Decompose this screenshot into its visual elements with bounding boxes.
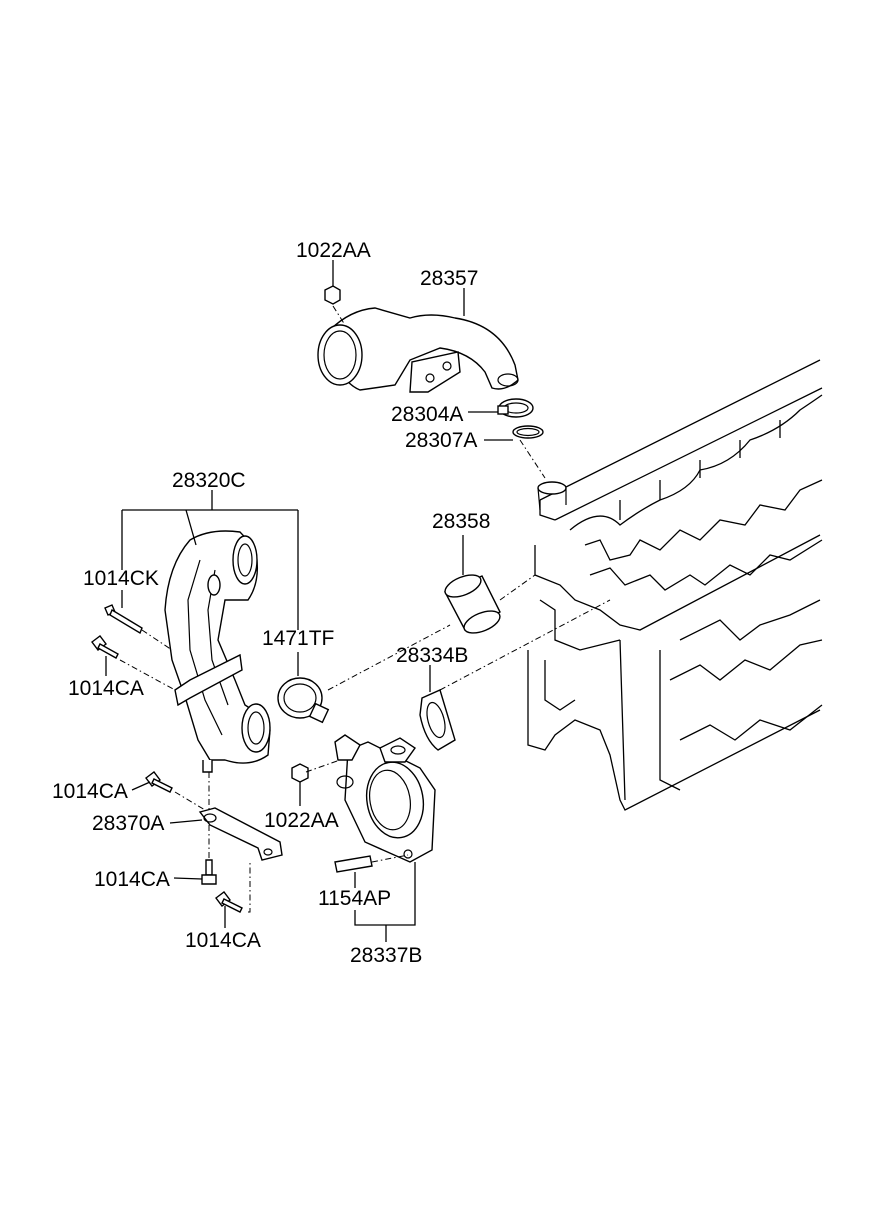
hose-clamp-upper xyxy=(497,398,534,418)
label-hose-clamp-upper: 28304A xyxy=(391,403,463,426)
label-air-pipe-upper: 28357 xyxy=(420,267,478,290)
sleeve xyxy=(444,574,501,634)
bolt-1014ca-4 xyxy=(215,891,243,913)
leader-lines xyxy=(105,260,513,942)
bolt-1014ck xyxy=(104,604,143,635)
air-pipe-assy xyxy=(164,530,271,773)
bracket xyxy=(198,807,283,861)
bolt-1014ca-1 xyxy=(91,635,119,659)
air-pipe-upper xyxy=(317,285,519,393)
stud-bolt xyxy=(334,855,373,873)
label-bolt-1014ca-1: 1014CA xyxy=(68,677,144,700)
label-bolt-1014ca-2: 1014CA xyxy=(52,780,128,803)
alignment-lines xyxy=(119,305,611,913)
intake-flange xyxy=(334,734,436,863)
label-bolt-1014ck: 1014CK xyxy=(83,567,159,590)
label-intake-flange: 28337B xyxy=(350,944,422,967)
hose-clamp-lower xyxy=(277,677,330,724)
o-ring-upper xyxy=(512,425,544,439)
label-o-ring-upper: 28307A xyxy=(405,429,477,452)
label-hose-clamp-lower: 1471TF xyxy=(262,627,334,650)
label-nut-top: 1022AA xyxy=(296,239,371,262)
engine-block xyxy=(527,359,823,811)
label-bracket: 28370A xyxy=(92,812,164,835)
nut-lower xyxy=(291,763,309,783)
label-bolt-1014ca-4: 1014CA xyxy=(185,929,261,952)
bolt-1014ca-3 xyxy=(201,859,217,885)
label-air-pipe-assy: 28320C xyxy=(172,469,246,492)
label-gasket: 28334B xyxy=(396,644,468,667)
label-nut-lower: 1022AA xyxy=(264,809,339,832)
label-bolt-1014ca-3: 1014CA xyxy=(94,868,170,891)
gasket xyxy=(419,689,456,751)
label-sleeve: 28358 xyxy=(432,510,490,533)
label-stud-bolt: 1154AP xyxy=(318,887,391,910)
part-labels: 1022AA 28357 28304A 28307A 28320C 28358 … xyxy=(52,239,490,967)
